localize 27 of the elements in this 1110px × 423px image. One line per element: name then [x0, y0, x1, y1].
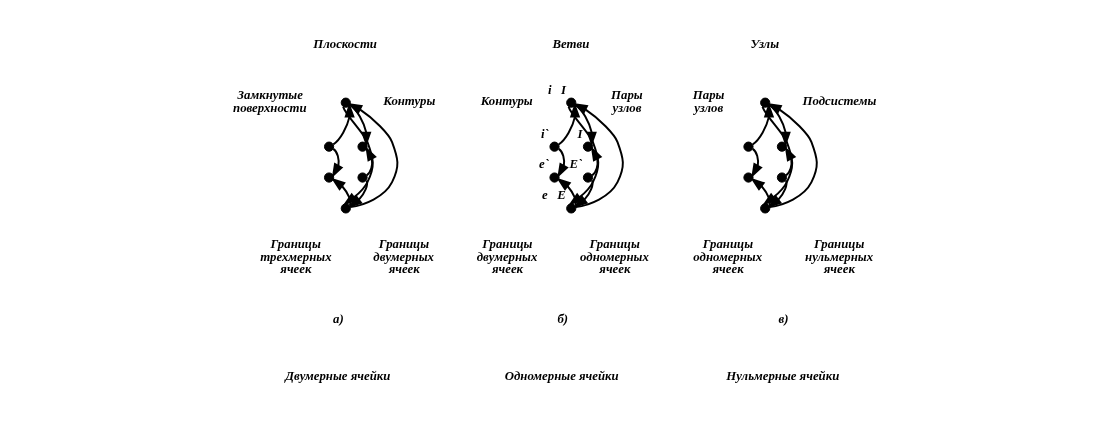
label: Границы нульмерных ячеек [804, 236, 873, 277]
label: Границы трехмерных ячеек [259, 236, 332, 277]
node-label: E` [569, 157, 582, 172]
label: Границы одномерных ячеек [692, 236, 762, 277]
label: Границы одномерных ячеек [579, 236, 649, 277]
label: б) [556, 311, 568, 326]
label: Пары узлов [692, 88, 724, 115]
label: Нульмерные ячейки [725, 368, 839, 383]
label: Границы двумерных ячеек [372, 236, 434, 277]
label: Плоскости [312, 36, 377, 51]
label: в) [777, 311, 788, 326]
label: Замкнутые поверхности [232, 88, 307, 115]
label: Контуры [382, 94, 435, 109]
node-label: i` [540, 126, 549, 141]
label: Одномерные ячейки [504, 368, 619, 383]
node-label: e` [538, 157, 549, 172]
node-label: e E [541, 188, 566, 203]
label: Подсистемы [802, 94, 876, 109]
label: Контуры [480, 94, 533, 109]
label: Границы двумерных ячеек [476, 236, 537, 277]
label: Ветви [552, 36, 589, 51]
label: Пары узлов [610, 88, 643, 115]
node-label: i I [547, 82, 566, 97]
label: а) [332, 311, 344, 326]
label: Узлы [749, 36, 779, 51]
label: Двумерные ячейки [284, 368, 390, 383]
node-label: I [576, 126, 582, 141]
